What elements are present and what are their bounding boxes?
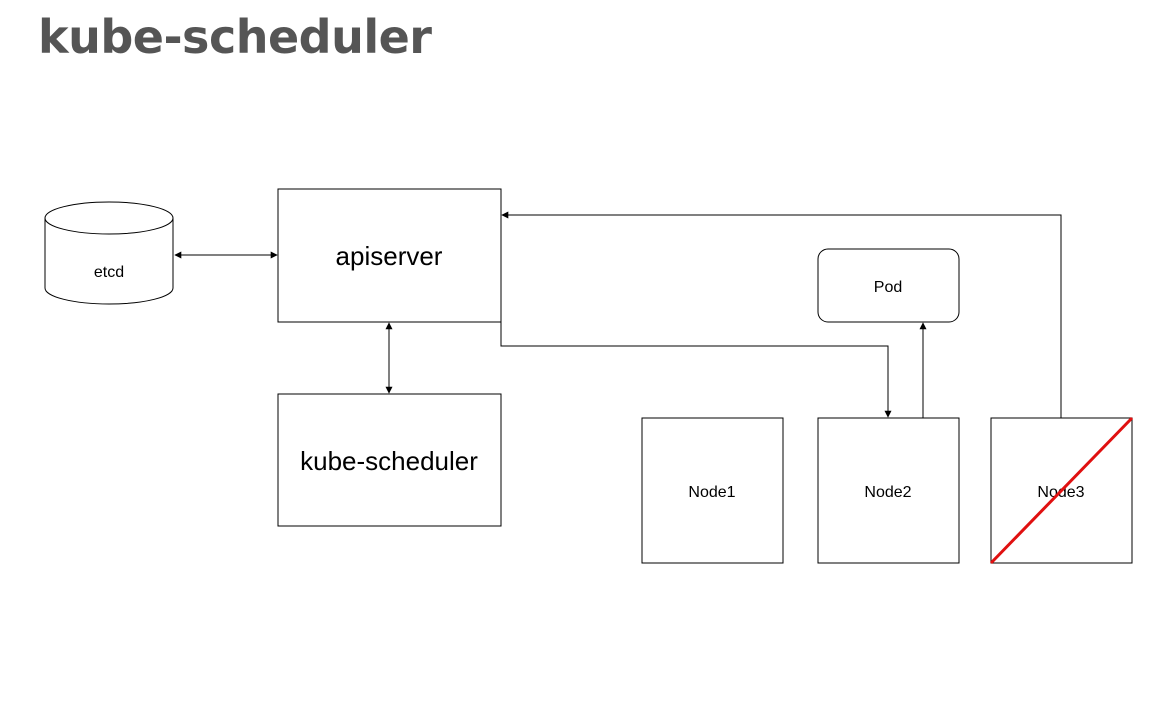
apiserver-node2-arrow (500, 322, 892, 418)
node3-cross-line (989, 416, 1134, 565)
apiserver-box: apiserver (277, 188, 502, 323)
node1-label: Node1 (688, 484, 735, 501)
etcd-label: etcd (94, 264, 124, 281)
kube-scheduler-label: kube-scheduler (300, 446, 478, 476)
node3-apiserver-arrow (501, 211, 1062, 418)
apiserver-label: apiserver (336, 241, 443, 271)
pod-box: Pod (817, 248, 960, 323)
page-title: kube-scheduler (38, 10, 432, 64)
kube-scheduler-box: kube-scheduler (277, 393, 502, 527)
node1-box: Node1 (641, 417, 784, 564)
node3-box: Node3 (989, 416, 1134, 565)
node2-label: Node2 (864, 484, 911, 501)
pod-label: Pod (874, 279, 902, 296)
node2-box: Node2 (817, 417, 960, 564)
etcd-database: etcd (44, 201, 174, 305)
